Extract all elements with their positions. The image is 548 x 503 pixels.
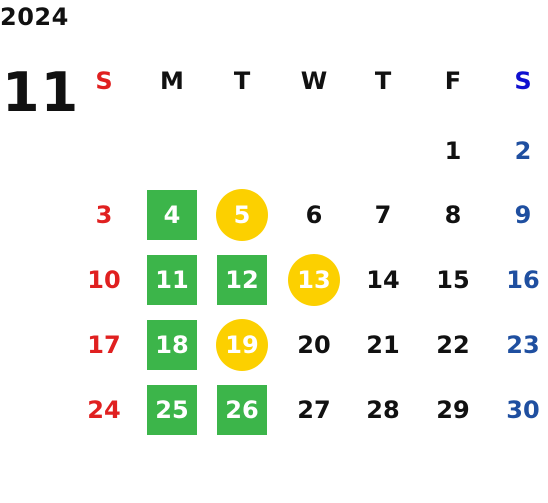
calendar-day[interactable]: 15 bbox=[436, 266, 470, 294]
calendar-day[interactable]: 30 bbox=[506, 396, 540, 424]
calendar-day[interactable]: 29 bbox=[436, 396, 470, 424]
calendar-day[interactable]: 1 bbox=[444, 137, 462, 165]
calendar-day-yellow-marked[interactable]: 19 bbox=[216, 319, 268, 371]
calendar-day-green-marked[interactable]: 25 bbox=[147, 385, 197, 435]
weekday-label: T bbox=[374, 67, 392, 95]
calendar-day-green-marked[interactable]: 18 bbox=[147, 320, 197, 370]
weekday-label: M bbox=[160, 67, 184, 95]
calendar-day[interactable]: 14 bbox=[366, 266, 400, 294]
calendar-day[interactable]: 27 bbox=[297, 396, 331, 424]
calendar-day-yellow-marked[interactable]: 13 bbox=[288, 254, 340, 306]
calendar-day[interactable]: 6 bbox=[305, 201, 323, 229]
calendar-day-green-marked[interactable]: 11 bbox=[147, 255, 197, 305]
calendar-day[interactable]: 8 bbox=[444, 201, 462, 229]
calendar-day[interactable]: 16 bbox=[506, 266, 540, 294]
weekday-label: F bbox=[444, 67, 462, 95]
calendar-day[interactable]: 22 bbox=[436, 331, 470, 359]
calendar-day[interactable]: 28 bbox=[366, 396, 400, 424]
calendar-day-green-marked[interactable]: 12 bbox=[217, 255, 267, 305]
calendar-year: 2024 bbox=[0, 3, 69, 31]
calendar-day[interactable]: 17 bbox=[87, 331, 121, 359]
weekday-label: S bbox=[514, 67, 532, 95]
calendar-day[interactable]: 10 bbox=[87, 266, 121, 294]
calendar-day[interactable]: 24 bbox=[87, 396, 121, 424]
calendar-day[interactable]: 2 bbox=[514, 137, 532, 165]
weekday-label: T bbox=[233, 67, 251, 95]
calendar-month: 11 bbox=[2, 61, 80, 124]
calendar-day[interactable]: 23 bbox=[506, 331, 540, 359]
calendar-day-yellow-marked[interactable]: 5 bbox=[216, 189, 268, 241]
weekday-label: S bbox=[95, 67, 113, 95]
calendar-day[interactable]: 7 bbox=[374, 201, 392, 229]
calendar-day-green-marked[interactable]: 26 bbox=[217, 385, 267, 435]
calendar-day[interactable]: 21 bbox=[366, 331, 400, 359]
weekday-label: W bbox=[300, 67, 328, 95]
calendar-day[interactable]: 9 bbox=[514, 201, 532, 229]
calendar-day[interactable]: 20 bbox=[297, 331, 331, 359]
calendar-day[interactable]: 3 bbox=[95, 201, 113, 229]
calendar-day-green-marked[interactable]: 4 bbox=[147, 190, 197, 240]
